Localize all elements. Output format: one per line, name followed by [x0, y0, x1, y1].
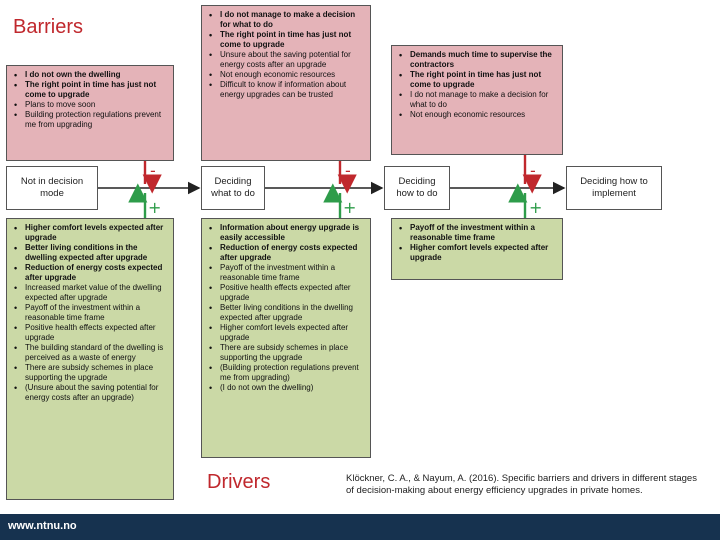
list-item: The right point in time has just not com…: [209, 30, 366, 50]
barrier-list-3: Demands much time to supervise the contr…: [392, 46, 562, 120]
list-item: The right point in time has just not com…: [14, 80, 169, 100]
list-item: Higher comfort levels expected after upg…: [209, 323, 366, 343]
driver-list-3: Payoff of the investment within a reason…: [392, 219, 562, 263]
barrier-box-3: Demands much time to supervise the contr…: [391, 45, 563, 155]
list-item: (I do not own the dwelling): [209, 383, 366, 393]
stage-deciding-how-to-implement: Deciding how to implement: [566, 166, 662, 210]
list-item: Positive health effects expected after u…: [14, 323, 169, 343]
list-item: Difficult to know if information about e…: [209, 80, 366, 100]
list-item: Positive health effects expected after u…: [209, 283, 366, 303]
stage-not-in-decision-mode: Not in decision mode: [6, 166, 98, 210]
driver-box-1: Higher comfort levels expected after upg…: [6, 218, 174, 500]
list-item: Higher comfort levels expected after upg…: [399, 243, 558, 263]
list-item: Not enough economic resources: [399, 110, 558, 120]
barrier-box-2: I do not manage to make a decision for w…: [201, 5, 371, 161]
list-item: Better living conditions in the dwelling…: [14, 243, 169, 263]
list-item: Increased market value of the dwelling e…: [14, 283, 169, 303]
list-item: (Unsure about the saving potential for e…: [14, 383, 169, 403]
minus-sign-1: -: [150, 161, 156, 180]
list-item: Payoff of the investment within a reason…: [399, 223, 558, 243]
list-item: Payoff of the investment within a reason…: [209, 263, 366, 283]
list-item: Unsure about the saving potential for en…: [209, 50, 366, 70]
barrier-box-1: I do not own the dwellingThe right point…: [6, 65, 174, 161]
list-item: Payoff of the investment within a reason…: [14, 303, 169, 323]
list-item: There are subsidy schemes in place suppo…: [209, 343, 366, 363]
list-item: I do not manage to make a decision for w…: [399, 90, 558, 110]
barrier-list-1: I do not own the dwellingThe right point…: [7, 66, 173, 130]
list-item: Building protection regulations prevent …: [14, 110, 169, 130]
list-item: The building standard of the dwelling is…: [14, 343, 169, 363]
list-item: Demands much time to supervise the contr…: [399, 50, 558, 70]
plus-sign-2: +: [343, 198, 357, 217]
minus-sign-3: -: [530, 161, 536, 180]
barriers-title: Barriers: [13, 16, 84, 38]
citation: Klöckner, C. A., & Nayum, A. (2016). Spe…: [346, 473, 697, 496]
list-item: Plans to move soon: [14, 100, 169, 110]
minus-sign-2: -: [345, 161, 351, 180]
footer-url[interactable]: www.ntnu.no: [8, 520, 77, 532]
stage-deciding-how-to-do: Deciding how to do: [384, 166, 450, 210]
driver-box-3: Payoff of the investment within a reason…: [391, 218, 563, 280]
driver-list-1: Higher comfort levels expected after upg…: [7, 219, 173, 403]
plus-sign-1: +: [148, 198, 162, 217]
driver-list-2: Information about energy upgrade is easi…: [202, 219, 370, 393]
list-item: I do not manage to make a decision for w…: [209, 10, 366, 30]
list-item: I do not own the dwelling: [14, 70, 169, 80]
footer-bar: www.ntnu.no: [0, 514, 720, 540]
stage-deciding-what-to-do: Deciding what to do: [201, 166, 265, 210]
list-item: (Building protection regulations prevent…: [209, 363, 366, 383]
list-item: Not enough economic resources: [209, 70, 366, 80]
drivers-title: Drivers: [207, 471, 271, 493]
barrier-list-2: I do not manage to make a decision for w…: [202, 6, 370, 100]
list-item: Reduction of energy costs expected after…: [209, 243, 366, 263]
list-item: There are subsidy schemes in place suppo…: [14, 363, 169, 383]
list-item: Reduction of energy costs expected after…: [14, 263, 169, 283]
list-item: Higher comfort levels expected after upg…: [14, 223, 169, 243]
list-item: The right point in time has just not com…: [399, 70, 558, 90]
plus-sign-3: +: [529, 198, 543, 217]
driver-box-2: Information about energy upgrade is easi…: [201, 218, 371, 458]
list-item: Better living conditions in the dwelling…: [209, 303, 366, 323]
list-item: Information about energy upgrade is easi…: [209, 223, 366, 243]
